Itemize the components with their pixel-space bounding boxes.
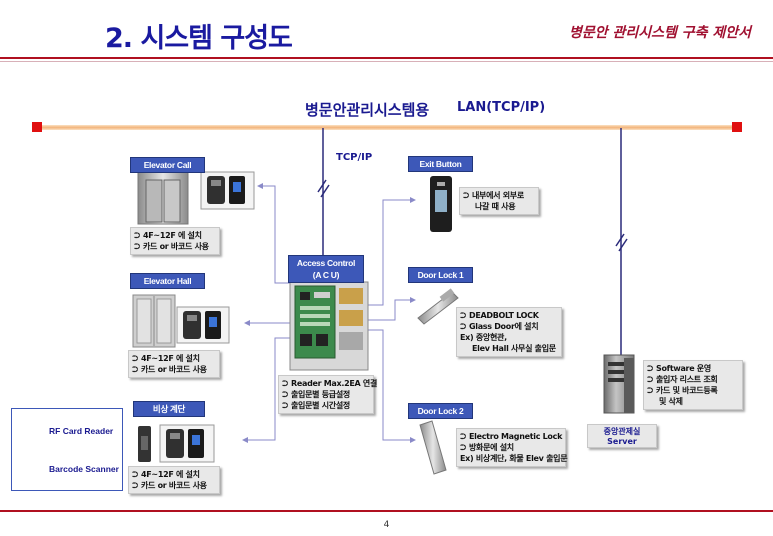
- exit-button-title: Exit Button: [408, 156, 473, 172]
- note-line: Ex) 비상계단, 화물 Elev 출입문: [460, 454, 568, 463]
- acu-title: Access Control (A C U): [288, 255, 364, 283]
- device-legend: RF Card Reader Barcode Scanner: [11, 408, 123, 491]
- server-label-line2: Server: [607, 437, 637, 446]
- note-line: ⮊카드 or 바코드 사용: [134, 242, 209, 251]
- legend-barcode-label: Barcode Scanner: [49, 464, 119, 474]
- note-line: ⮊출입자 리스트 조회: [647, 375, 718, 384]
- lan-label-korean: 병문안관리시스템용: [305, 101, 430, 119]
- exit-button-image: [430, 176, 452, 232]
- door-lock-1-image: [417, 288, 459, 325]
- bottom-rule: [0, 510, 773, 512]
- slide-title: 2. 시스템 구성도: [105, 23, 293, 54]
- note-line: ⮊Software 운영: [647, 364, 711, 373]
- legend-barcode-scanner: Barcode Scanner: [42, 464, 119, 474]
- emergency-stairs-notes: ⮊4F~12F 에 설치 ⮊카드 or 바코드 사용: [128, 466, 220, 494]
- link-elevator-call: [257, 183, 290, 284]
- lan-end-right: [732, 122, 742, 132]
- server-image: [603, 354, 635, 414]
- door-lock-2-title: Door Lock 2: [408, 403, 473, 419]
- note-line: ⮊카드 및 바코드등록: [647, 386, 718, 395]
- tcp-break-a: [317, 179, 327, 193]
- door-lock-1-title: Door Lock 1: [408, 267, 473, 283]
- note-line: ⮊카드 or 바코드 사용: [132, 481, 207, 490]
- note-line: 및 삭제: [659, 397, 683, 406]
- elevator-hall-title: Elevator Hall: [130, 273, 205, 289]
- link-emergency: [242, 337, 290, 443]
- emergency-exit-button-image: [138, 426, 151, 462]
- title-rule: [0, 57, 773, 59]
- link-door-lock-1: [368, 297, 416, 321]
- note-line: ⮊4F~12F 에 설치: [132, 470, 200, 479]
- note-line: ⮊출입문별 등급설정: [282, 390, 350, 399]
- link-exit-button: [368, 197, 416, 306]
- server-notes: ⮊Software 운영 ⮊출입자 리스트 조회 ⮊카드 및 바코드등록 및 삭…: [643, 360, 743, 410]
- slide-subtitle: 병문안 관리시스템 구축 제안서: [568, 25, 751, 41]
- note-line: ⮊Reader Max.2EA 연결: [282, 379, 378, 388]
- door-lock-2-notes: ⮊Electro Magnetic Lock ⮊방화문에 설치 Ex) 비상계단…: [456, 428, 568, 467]
- legend-rf-reader-label: RF Card Reader: [49, 426, 114, 436]
- elevator-hall-image: [132, 294, 176, 348]
- acu-title-line1: Access Control: [296, 258, 356, 268]
- tcp-ip-label: TCP/IP: [336, 152, 373, 163]
- exit-button-notes: ⮊내부에서 외부로 나갈 때 사용: [459, 187, 539, 215]
- note-line: 나갈 때 사용: [475, 202, 516, 211]
- legend-rf-reader: RF Card Reader: [42, 426, 113, 436]
- lan-end-left: [32, 122, 42, 132]
- elevator-hall-readers: [176, 306, 230, 344]
- title-rule-thin: [0, 61, 773, 62]
- door-lock-2-image: [419, 420, 447, 475]
- elevator-call-readers: [200, 171, 255, 210]
- note-line: ⮊4F~12F 에 설치: [132, 354, 200, 363]
- elevator-call-image: [137, 171, 189, 225]
- note-line: ⮊출입문별 시간설정: [282, 401, 350, 410]
- server-label-line1: 중앙관제실: [603, 427, 641, 436]
- page-number: 4: [383, 520, 390, 530]
- server-break-a: [615, 233, 625, 247]
- note-line: ⮊Glass Door에 설치: [460, 322, 539, 331]
- acu-panel-image: [289, 281, 369, 371]
- elevator-call-title: Elevator Call: [130, 157, 205, 173]
- server-break-b: [618, 238, 628, 252]
- note-line: ⮊내부에서 외부로: [463, 191, 524, 200]
- emergency-stairs-title: 비상 계단: [133, 401, 205, 417]
- note-line: ⮊Electro Magnetic Lock: [460, 432, 563, 441]
- lan-label-protocol: LAN(TCP/IP): [457, 100, 546, 115]
- emergency-readers: [159, 424, 215, 463]
- elevator-call-notes: ⮊4F~12F 에 설치 ⮊카드 or 바코드 사용: [130, 227, 220, 255]
- link-door-lock-2: [368, 329, 416, 443]
- elevator-hall-notes: ⮊4F~12F 에 설치 ⮊카드 or 바코드 사용: [128, 350, 220, 378]
- note-line: Ex) 중앙현관,: [460, 333, 507, 342]
- note-line: ⮊카드 or 바코드 사용: [132, 365, 207, 374]
- acu-notes: ⮊Reader Max.2EA 연결 ⮊출입문별 등급설정 ⮊출입문별 시간설정: [278, 375, 378, 414]
- lan-bus: [38, 125, 736, 130]
- tcp-break-b: [320, 184, 330, 198]
- note-line: ⮊4F~12F 에 설치: [134, 231, 202, 240]
- note-line: ⮊DEADBOLT LOCK: [460, 311, 539, 320]
- door-lock-1-notes: ⮊DEADBOLT LOCK ⮊Glass Door에 설치 Ex) 중앙현관,…: [456, 307, 562, 357]
- note-line: Elev Hall 사무실 출입문: [472, 344, 556, 353]
- server-label: 중앙관제실 Server: [587, 424, 657, 448]
- note-line: ⮊방화문에 설치: [460, 443, 514, 452]
- acu-title-line2: (A C U): [312, 270, 340, 280]
